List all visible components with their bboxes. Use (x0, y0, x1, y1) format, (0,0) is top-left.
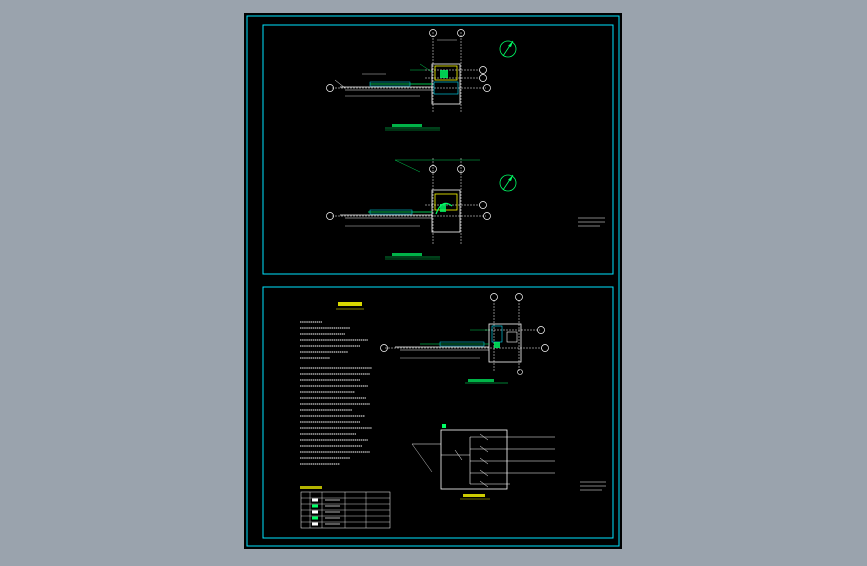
axis-bubble-icon (326, 84, 334, 92)
axis-bubble-icon (537, 326, 545, 334)
top-sheet-note (578, 217, 605, 227)
sheet-outer-frame (246, 15, 620, 547)
equipment-table (300, 486, 391, 529)
axis-bubble-icon (483, 84, 491, 92)
design-notes-block (300, 302, 372, 465)
axis-bubble-icon (326, 212, 334, 220)
plan-3-view (380, 293, 549, 384)
axis-bubble-icon (479, 201, 487, 209)
bottom-sheet-border (262, 286, 614, 539)
bottom-sheet-note (580, 481, 606, 491)
electrical-schematic (411, 424, 555, 500)
plan-1-view (326, 29, 491, 131)
north-arrow-icon (499, 174, 517, 192)
axis-bubble-icon (541, 344, 549, 352)
axis-bubble-icon (380, 344, 388, 352)
axis-bubble-icon (517, 369, 523, 375)
axis-bubble-icon (457, 165, 465, 173)
axis-bubble-icon (515, 293, 523, 301)
top-sheet-border (262, 24, 614, 275)
axis-bubble-icon (429, 165, 437, 173)
axis-bubble-icon (479, 66, 487, 74)
top-drawing-sheet (262, 24, 614, 275)
axis-bubble-icon (483, 212, 491, 220)
axis-bubble-icon (457, 29, 465, 37)
axis-bubble-icon (490, 293, 498, 301)
plan-2-view (326, 158, 491, 260)
north-arrow-icon (499, 40, 517, 58)
axis-bubble-icon (479, 74, 487, 82)
axis-bubble-icon (429, 29, 437, 37)
bottom-drawing-sheet (262, 286, 614, 539)
